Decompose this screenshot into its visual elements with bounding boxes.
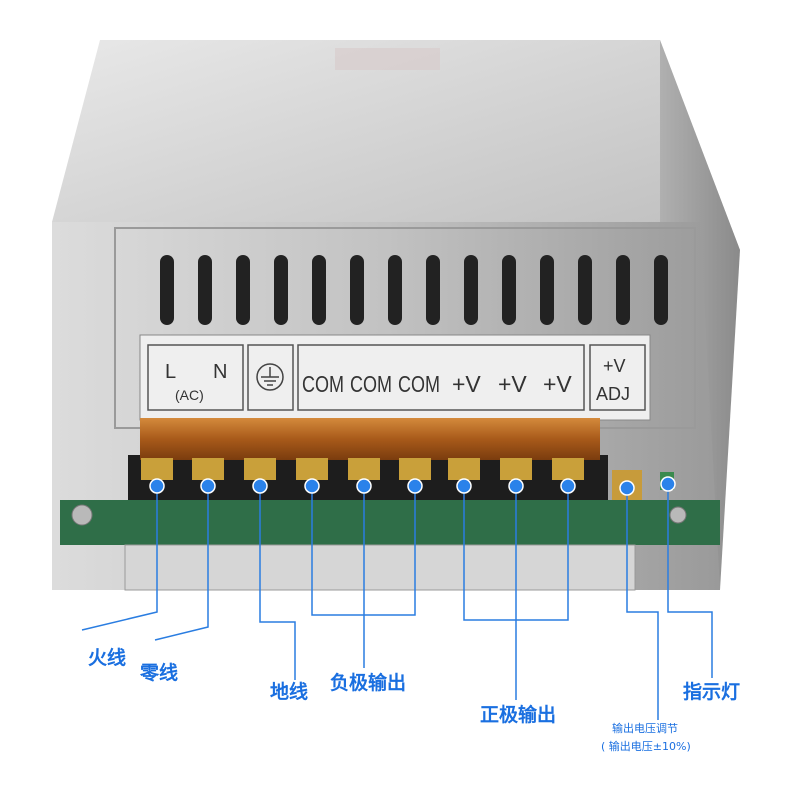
callout-dot — [149, 478, 165, 494]
label-com-2: COM — [350, 371, 392, 397]
label-box-adj — [589, 344, 646, 411]
label-box-outputs — [297, 344, 585, 411]
callout-dot — [252, 478, 268, 494]
callout-dot — [200, 478, 216, 494]
vent-slot — [350, 255, 364, 325]
pcb-board — [60, 500, 720, 545]
bottom-plate — [124, 544, 636, 591]
vent-slot — [426, 255, 440, 325]
ground-symbol-icon — [256, 363, 284, 391]
label-adj-top: +V — [603, 356, 626, 376]
label-negative-output: 负极输出 — [330, 672, 407, 694]
case-top — [52, 40, 740, 250]
label-v-3: +V — [543, 371, 572, 397]
label-com-3: COM — [398, 371, 440, 397]
callout-line — [667, 484, 713, 678]
label-box-ac — [147, 344, 244, 411]
vent-slot — [236, 255, 250, 325]
label-ac: (AC) — [175, 387, 204, 403]
callout-dot — [508, 478, 524, 494]
vent-slot — [654, 255, 668, 325]
label-ground-wire: 地线 — [270, 681, 309, 703]
label-neutral-wire: 零线 — [140, 662, 179, 684]
callout-dot — [456, 478, 472, 494]
ventilation-slots — [160, 255, 668, 325]
label-live-wire: 火线 — [88, 647, 127, 669]
callout-line — [463, 486, 569, 700]
callout-line — [81, 486, 158, 631]
callout-dots — [149, 476, 676, 496]
label-box-ground — [247, 344, 294, 411]
label-l: L — [165, 361, 176, 383]
vent-slot — [578, 255, 592, 325]
vent-slot — [502, 255, 516, 325]
terminal-screw — [348, 458, 380, 480]
label-v-2: +V — [498, 371, 527, 397]
vent-slot — [388, 255, 402, 325]
vent-slot — [464, 255, 478, 325]
callout-line — [259, 486, 296, 680]
label-v-1: +V — [452, 371, 481, 397]
mount-screw-left — [71, 504, 93, 526]
label-adj-bottom: ADJ — [596, 384, 630, 404]
mount-screw-right — [669, 506, 687, 524]
callout-line — [154, 486, 209, 641]
vent-slot — [616, 255, 630, 325]
label-voltage-adjust: 输出电压调节 — [612, 722, 678, 735]
top-sticker — [335, 48, 440, 70]
callout-lines — [81, 484, 713, 720]
callout-dot — [304, 478, 320, 494]
callout-dot — [356, 478, 372, 494]
terminal-label-panel — [139, 334, 651, 421]
label-n: N — [213, 361, 227, 383]
terminal-screw — [192, 458, 224, 480]
terminal-screws — [141, 458, 584, 480]
terminal-screw — [296, 458, 328, 480]
callout-dot — [407, 478, 423, 494]
terminal-screw — [244, 458, 276, 480]
vent-slot — [540, 255, 554, 325]
vent-slot — [312, 255, 326, 325]
callout-dot — [619, 480, 635, 496]
terminal-screw — [399, 458, 431, 480]
label-positive-output: 正极输出 — [480, 704, 557, 726]
terminal-screw — [448, 458, 480, 480]
label-com-1: COM — [302, 371, 344, 397]
callout-line — [311, 486, 416, 668]
label-voltage-range: ( 输出电压±10%) — [601, 740, 691, 753]
vent-slot — [274, 255, 288, 325]
terminal-screw — [552, 458, 584, 480]
terminal-cover — [140, 418, 600, 460]
callout-dot — [560, 478, 576, 494]
vent-slot — [198, 255, 212, 325]
label-indicator-light: 指示灯 — [683, 681, 741, 703]
callout-dot — [660, 476, 676, 492]
callout-line — [626, 488, 659, 720]
vent-slot — [160, 255, 174, 325]
terminal-screw — [500, 458, 532, 480]
terminal-screw — [141, 458, 173, 480]
